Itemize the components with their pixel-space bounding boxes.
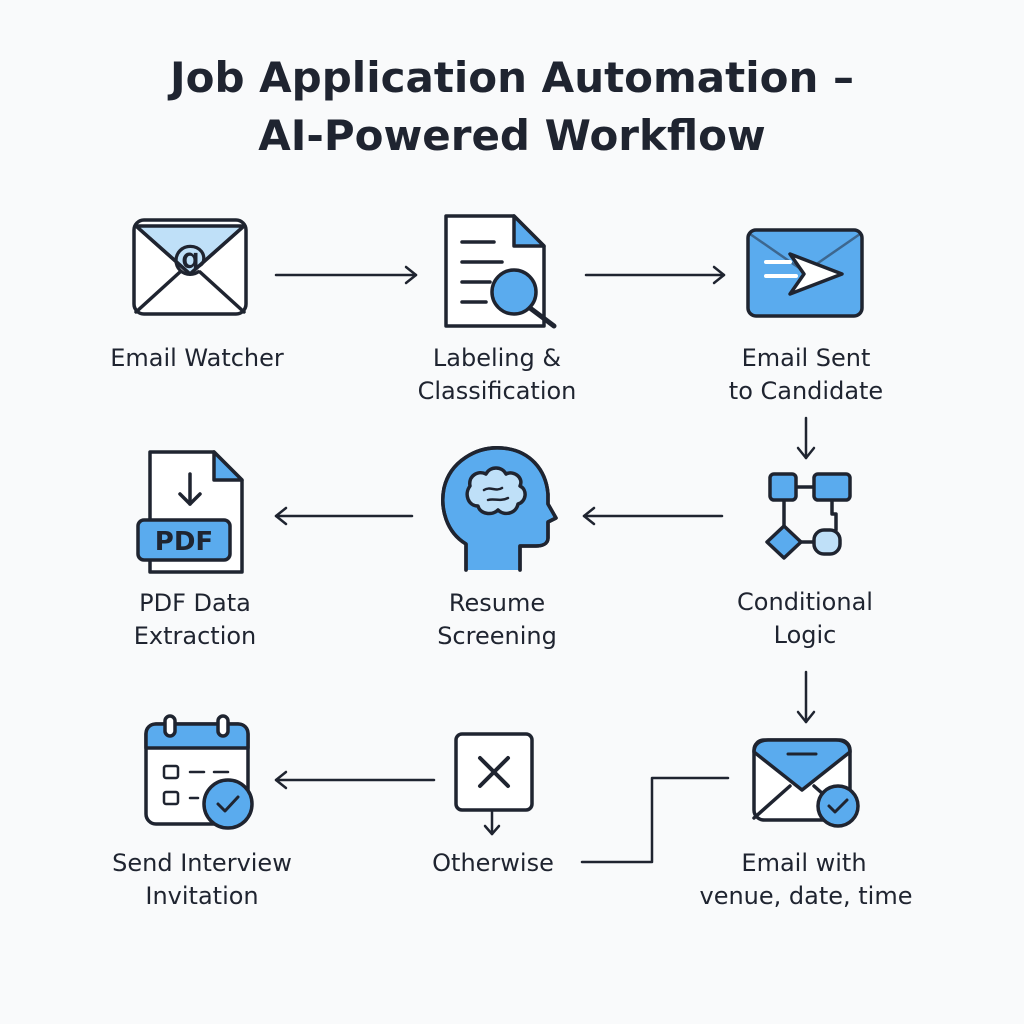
close-box-icon: [454, 732, 534, 812]
email-send-icon: [746, 228, 864, 318]
step-label-otherwise: Otherwise: [432, 849, 554, 877]
step-label-pdf-line-1: PDF Data: [139, 589, 251, 617]
brain-head-icon: [441, 446, 558, 572]
step-label-pdf-line-2: Extraction: [134, 622, 257, 650]
step-label-venue-line-2: venue, date, time: [699, 882, 912, 910]
step-label-resume-line-1: Resume: [449, 589, 545, 617]
flowchart-icon: [765, 472, 852, 560]
arrow-right-2: [584, 265, 726, 285]
step-label-labeling-line-2: Classification: [418, 377, 577, 405]
step-label-email-sent-line-1: Email Sent: [742, 344, 871, 372]
arrow-left-3: [274, 770, 436, 790]
arrow-down-1: [796, 416, 816, 460]
step-label-invitation-line-1: Send Interview: [112, 849, 292, 877]
at-symbol: @: [172, 238, 208, 279]
arrow-left-2: [582, 506, 724, 526]
page-title-line-1: Job Application Automation –: [167, 53, 854, 102]
step-label-email-watcher: Email Watcher: [110, 344, 284, 372]
step-label-labeling-line-1: Labeling &: [433, 344, 561, 372]
email-at-icon: @: [132, 218, 248, 316]
arrow-left-1: [274, 506, 414, 526]
pdf-file-icon: PDF: [136, 450, 244, 574]
step-label-venue-line-1: Email with: [741, 849, 866, 877]
step-label-email-sent-line-2: to Candidate: [729, 377, 883, 405]
arrow-right-1: [274, 265, 418, 285]
connector-elbow: [580, 776, 730, 864]
document-search-icon: [444, 214, 557, 329]
arrow-down-otherwise: [483, 810, 501, 836]
step-label-conditional-line-2: Logic: [774, 621, 837, 649]
arrow-down-2: [796, 670, 816, 724]
step-label-invitation-line-2: Invitation: [145, 882, 258, 910]
step-label-conditional-line-1: Conditional: [737, 588, 873, 616]
pdf-badge-text: PDF: [155, 527, 213, 557]
page-title-line-2: AI-Powered Workflow: [258, 111, 766, 160]
email-check-icon: [752, 738, 860, 828]
calendar-check-icon: [144, 714, 254, 830]
step-label-resume-line-2: Screening: [437, 622, 557, 650]
